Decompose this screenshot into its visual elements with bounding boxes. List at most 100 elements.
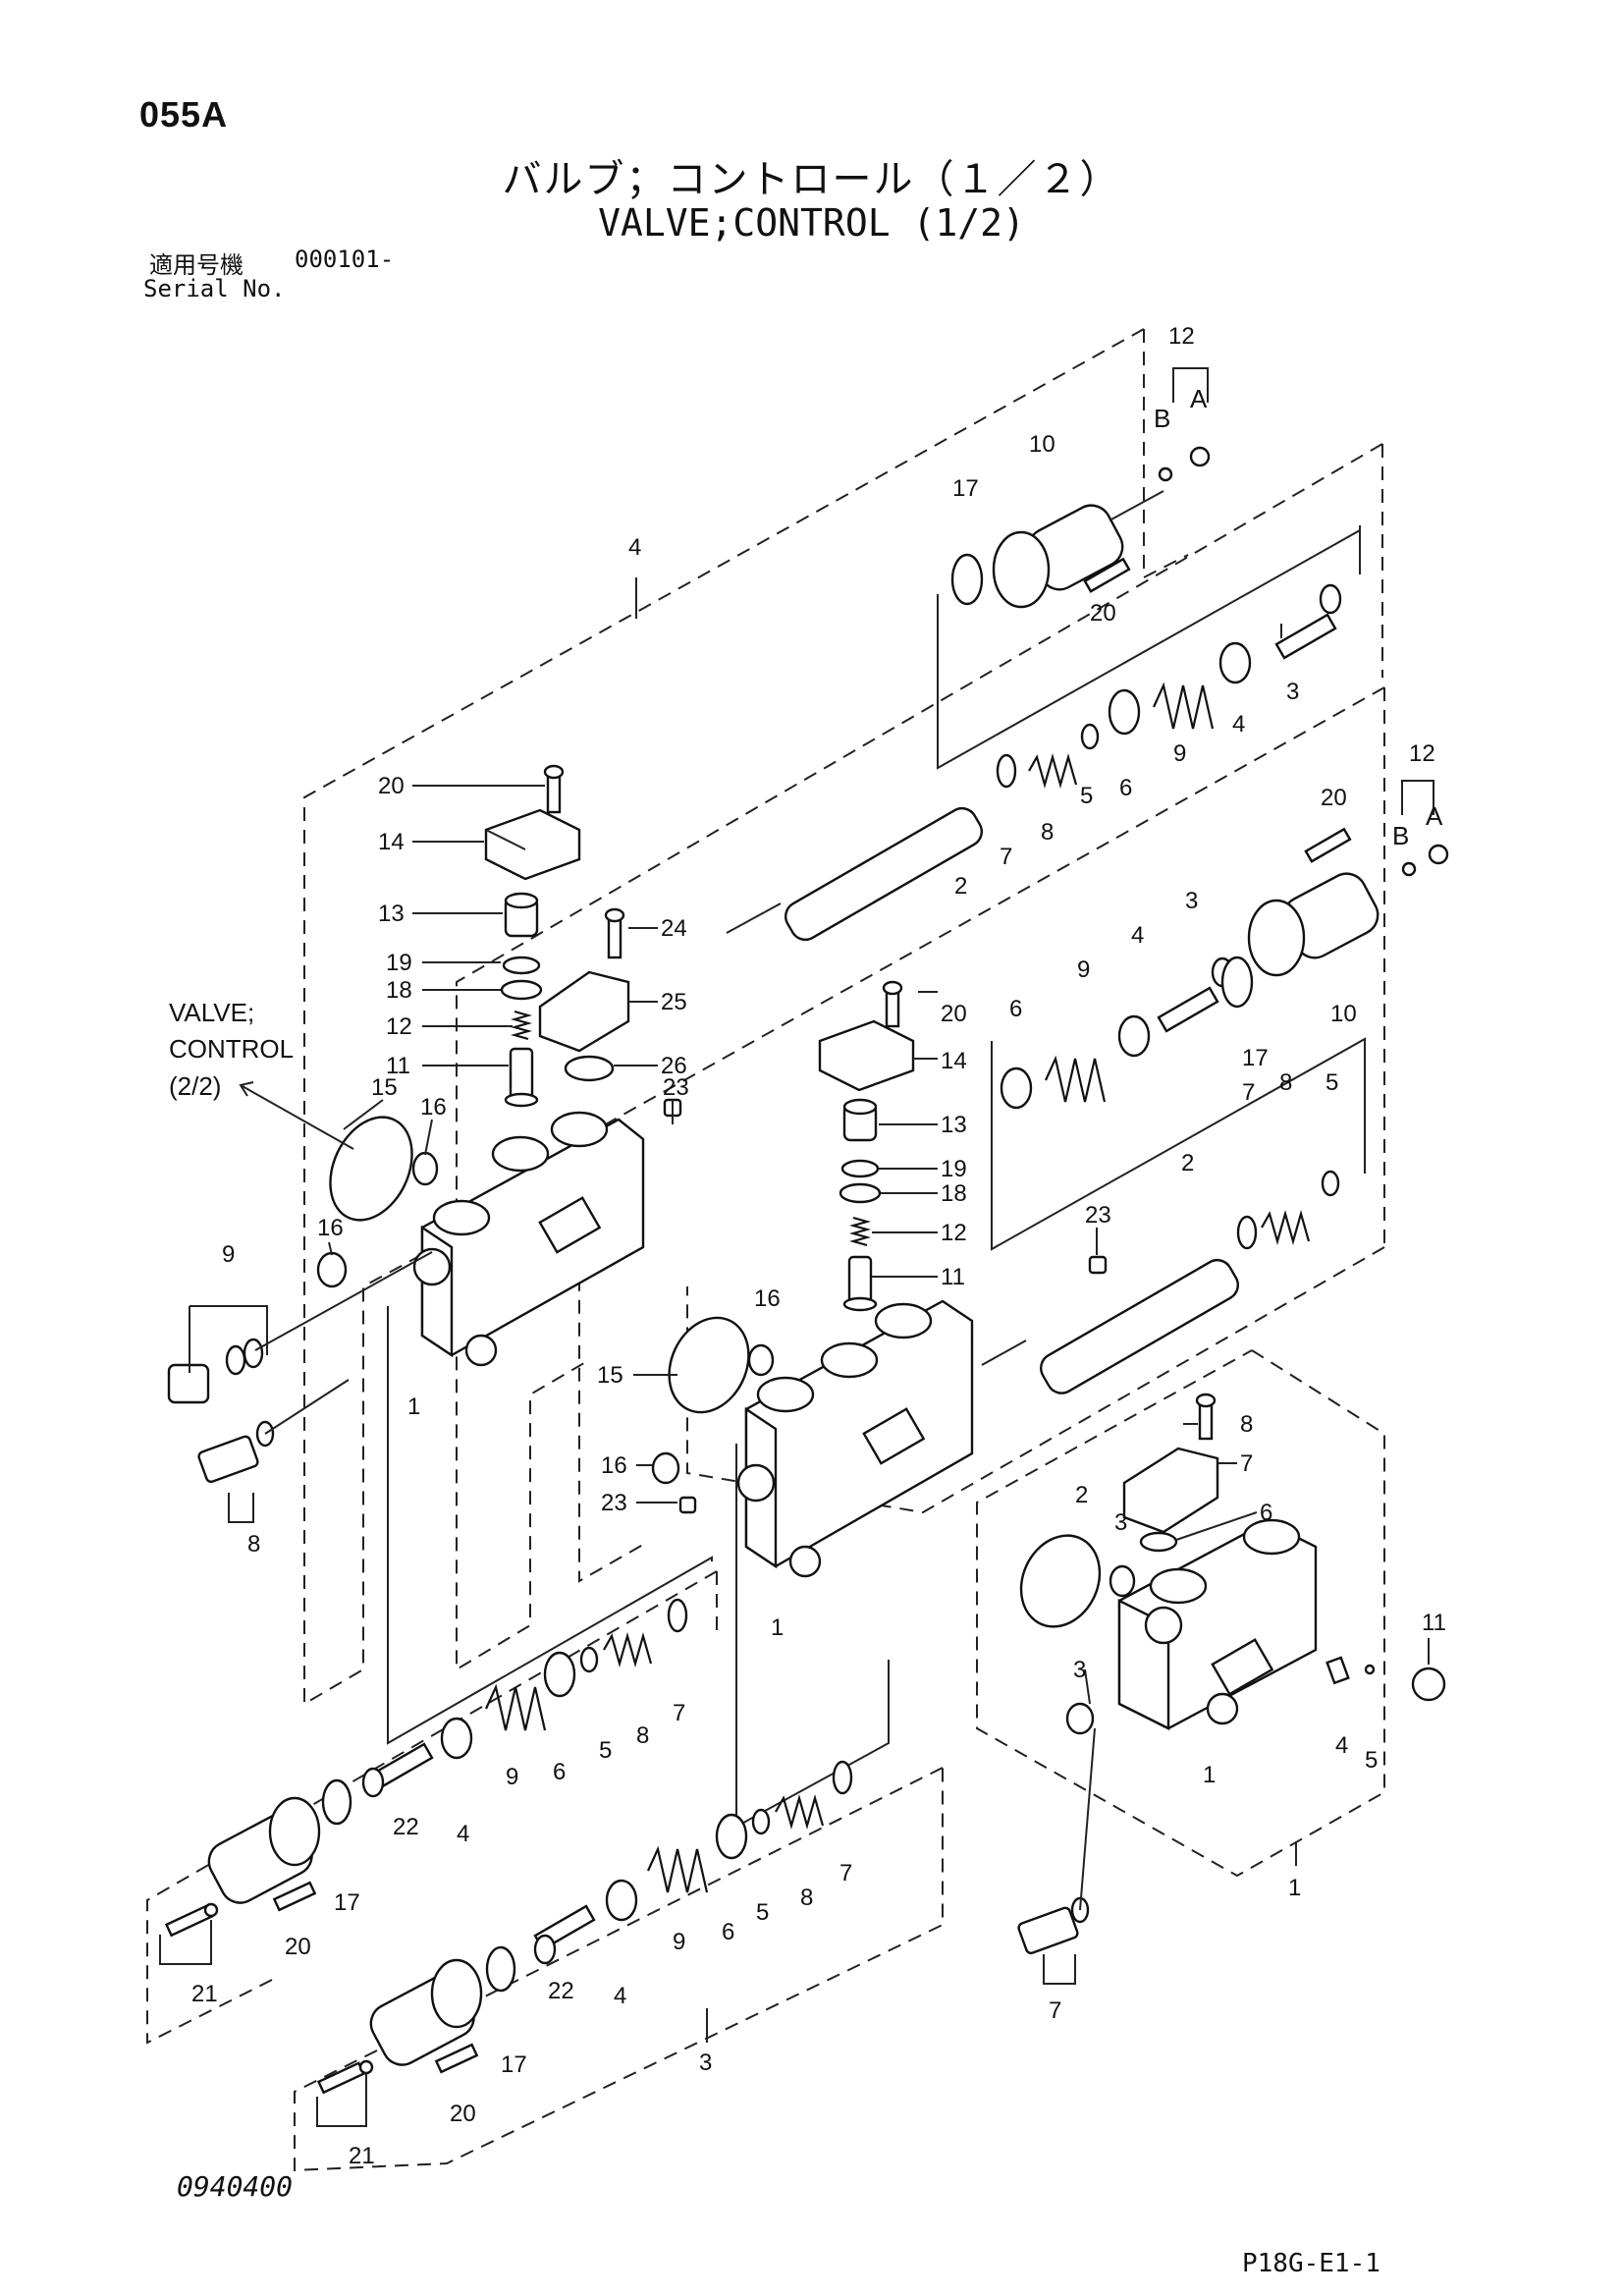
part-cover-14-upper bbox=[484, 808, 581, 881]
callout-label: 14 bbox=[378, 829, 405, 855]
callout-label: 2 bbox=[1075, 1482, 1088, 1508]
part-body-1-right bbox=[1117, 1518, 1318, 1730]
callout-label: 7 bbox=[1049, 1997, 1061, 2024]
callout-label: 5 bbox=[1080, 783, 1093, 809]
part-cover-lower-b bbox=[369, 1945, 516, 2066]
callout-label: 5 bbox=[1365, 1747, 1378, 1774]
part-bolt-20-second bbox=[882, 980, 903, 1028]
part-spool-2-upper bbox=[726, 806, 983, 942]
callout-label: 22 bbox=[548, 1978, 574, 2004]
callout-label: 8 bbox=[636, 1722, 649, 1749]
part-bolt-3-second bbox=[1157, 957, 1234, 1033]
callout-label: 7 bbox=[1000, 844, 1012, 870]
boundary-second-section bbox=[456, 443, 1383, 1671]
figure-code: P18G-E1-1 bbox=[1242, 2249, 1380, 2278]
part-bolt-3-upper bbox=[1274, 583, 1342, 660]
part-bolt-20-top bbox=[1083, 557, 1131, 593]
callout-label: B bbox=[1154, 404, 1170, 433]
part-plug-A-B-second bbox=[1401, 844, 1449, 877]
callout-label: 12 bbox=[386, 1013, 412, 1040]
callout-label: 20 bbox=[1321, 785, 1347, 811]
callout-label: 20 bbox=[285, 1934, 311, 1960]
boundary-third-section bbox=[578, 686, 1385, 1583]
part-oring-2-right bbox=[1019, 1534, 1102, 1628]
callout-label: 15 bbox=[597, 1362, 623, 1389]
callout-label: 2 bbox=[1181, 1150, 1194, 1176]
callout-label: 4 bbox=[614, 1983, 626, 2009]
callout-label: 6 bbox=[722, 1919, 734, 1945]
part-bolt-20-lower-a bbox=[272, 1881, 317, 1912]
callout-label: 12 bbox=[941, 1220, 967, 1246]
callout-label: 13 bbox=[378, 901, 405, 927]
callout-label: 17 bbox=[952, 475, 979, 502]
part-oring-6-right bbox=[1139, 1531, 1178, 1553]
part-spring-12-upper bbox=[510, 1010, 533, 1041]
part-bolt-8-right bbox=[1195, 1393, 1217, 1441]
part-oring-16-upper bbox=[316, 1151, 439, 1288]
part-cover-lower-a bbox=[207, 1778, 352, 1904]
part-oring-3-right bbox=[1065, 1564, 1136, 1735]
callout-label: A bbox=[1190, 384, 1208, 413]
callout-label: 3 bbox=[1114, 1509, 1127, 1536]
part-cover-10-upper bbox=[950, 490, 1164, 609]
part-plug-23-second-top bbox=[1088, 1255, 1108, 1275]
reference-valve-control-2-2: VALVE; CONTROL (2/2) bbox=[169, 998, 354, 1150]
callout-label: 7 bbox=[1242, 1079, 1255, 1106]
callout-label: 23 bbox=[1085, 1202, 1111, 1229]
callout-label: 21 bbox=[349, 2143, 375, 2169]
serial-label-english: Serial No. bbox=[143, 275, 286, 302]
callout-label: 4 bbox=[628, 534, 641, 561]
callout-label: 6 bbox=[1119, 775, 1132, 801]
callout-label: 4 bbox=[1335, 1732, 1348, 1759]
callout-label: 26 bbox=[661, 1053, 687, 1079]
part-oring-15-second bbox=[668, 1316, 750, 1414]
callout-label: 3 bbox=[1073, 1657, 1086, 1683]
callout-label: 18 bbox=[386, 977, 412, 1004]
callout-label: 6 bbox=[553, 1759, 566, 1785]
callout-label: 22 bbox=[393, 1814, 419, 1840]
callout-label: 19 bbox=[386, 950, 412, 976]
callout-label: 1 bbox=[1203, 1762, 1216, 1788]
part-spool-2-second bbox=[981, 1258, 1239, 1394]
callout-label: 11 bbox=[386, 1053, 410, 1079]
callout-label: 1 bbox=[771, 1614, 784, 1641]
callout-label: 17 bbox=[1242, 1045, 1269, 1071]
part-plug-13-upper bbox=[504, 892, 539, 938]
callout-label: 6 bbox=[1009, 996, 1022, 1022]
callout-label: 7 bbox=[673, 1700, 685, 1726]
callout-label: 16 bbox=[601, 1452, 627, 1479]
callout-label: 3 bbox=[1185, 888, 1198, 914]
part-bolt-21-lower-a bbox=[164, 1902, 219, 1938]
callout-label: 4 bbox=[1131, 922, 1144, 949]
callout-label: 5 bbox=[1325, 1069, 1338, 1096]
callout-label: 11 bbox=[1422, 1610, 1446, 1636]
callout-label: 7 bbox=[1240, 1450, 1253, 1477]
part-spring-lower-b bbox=[605, 1760, 853, 1922]
part-bolt-22-lower-b bbox=[533, 1904, 596, 1965]
part-sensor-8-left bbox=[197, 1379, 350, 1484]
callout-label: 9 bbox=[506, 1764, 518, 1790]
callout-label: B bbox=[1392, 821, 1409, 850]
part-body-1 bbox=[412, 1111, 645, 1367]
callouts-section1: 4 12 B A 10 17 20 3 4 9 6 5 8 7 2 20 14 … bbox=[222, 323, 1299, 1558]
reference-line3: (2/2) bbox=[169, 1071, 221, 1101]
callout-label: 16 bbox=[754, 1285, 781, 1312]
callout-label: A bbox=[1426, 801, 1443, 831]
part-spring-upper-stack bbox=[996, 641, 1252, 790]
part-spring-12-second bbox=[848, 1216, 872, 1247]
part-spring-lower-a bbox=[440, 1598, 688, 1760]
callout-label: 21 bbox=[191, 1981, 218, 2007]
part-seal-19-18-upper bbox=[500, 956, 543, 1001]
part-bolt-20-lower-b bbox=[434, 2043, 479, 2074]
callout-label: 5 bbox=[599, 1737, 612, 1764]
bracket-second-spool bbox=[991, 1037, 1366, 1251]
callout-label: 6 bbox=[1260, 1500, 1272, 1526]
reference-line1: VALVE; bbox=[169, 998, 254, 1027]
bracket-lower-spool bbox=[387, 1306, 890, 1829]
title-japanese: バルブ；コントロール（１／２） bbox=[502, 157, 1121, 202]
callout-label: 12 bbox=[1168, 323, 1195, 350]
serial-label-japanese: 適用号機 bbox=[149, 251, 243, 279]
part-oring-26 bbox=[564, 1055, 615, 1082]
part-bolt-20-upper bbox=[543, 764, 565, 814]
